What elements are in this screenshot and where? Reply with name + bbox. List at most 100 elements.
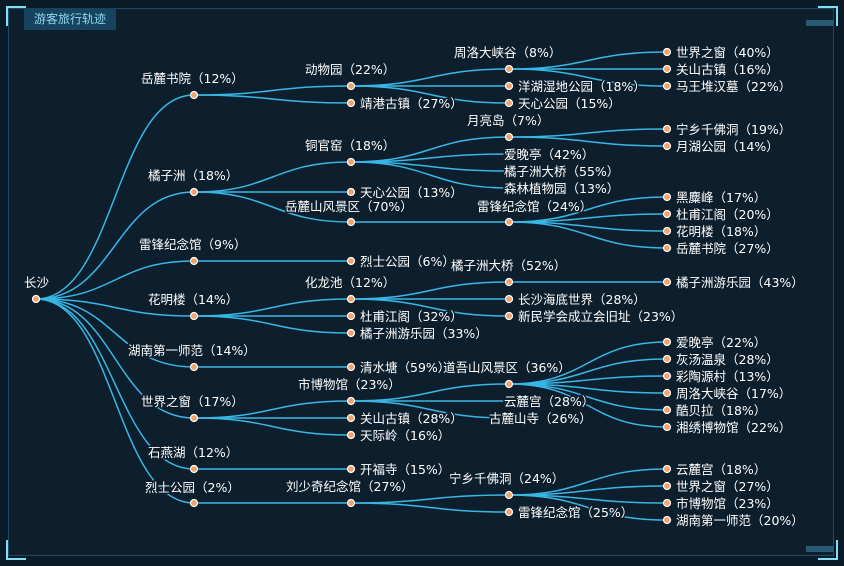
tree-nodes xyxy=(31,47,672,525)
tree-node[interactable] xyxy=(504,413,514,423)
tree-node[interactable] xyxy=(662,277,672,287)
tree-node[interactable] xyxy=(189,90,199,100)
tree-node[interactable] xyxy=(662,371,672,381)
node-label: 市博物馆（23%） xyxy=(676,496,779,511)
node-label: 月亮岛（7%） xyxy=(467,113,549,128)
node-label: 长沙海底世界（28%） xyxy=(518,292,646,307)
tree-node[interactable] xyxy=(346,157,356,167)
tree-node[interactable] xyxy=(346,98,356,108)
node-label: 化龙池（12%） xyxy=(305,275,395,290)
node-label: 开福寺（15%） xyxy=(360,462,450,477)
node-label: 橘子洲大桥（55%） xyxy=(504,164,619,179)
tree-node[interactable] xyxy=(504,149,514,159)
node-label: 关山古镇（16%） xyxy=(676,62,779,77)
node-label: 新民学会成立会旧址（23%） xyxy=(518,309,683,324)
tree-node[interactable] xyxy=(346,81,356,91)
tree-node[interactable] xyxy=(189,256,199,266)
tree-link xyxy=(508,68,668,87)
tree-node[interactable] xyxy=(346,294,356,304)
tree-link xyxy=(193,417,352,436)
tree-link xyxy=(193,161,352,193)
node-label: 森林植物园（13%） xyxy=(504,181,619,196)
corner-decoration-top-right xyxy=(818,6,838,26)
tree-node[interactable] xyxy=(662,337,672,347)
tree-node[interactable] xyxy=(346,311,356,321)
tree-node[interactable] xyxy=(504,277,514,287)
tree-link xyxy=(35,94,195,300)
node-label: 爱晚亭（22%） xyxy=(676,335,766,350)
tree-node[interactable] xyxy=(504,311,514,321)
tree-node[interactable] xyxy=(189,413,199,423)
tree-node[interactable] xyxy=(346,217,356,227)
node-label: 橘子洲游乐园（33%） xyxy=(360,326,488,341)
tree-node[interactable] xyxy=(662,515,672,525)
tree-node[interactable] xyxy=(662,243,672,253)
tree-node[interactable] xyxy=(662,226,672,236)
node-label: 云麓宫（18%） xyxy=(676,462,766,477)
tree-node[interactable] xyxy=(662,481,672,491)
node-label: 天际岭（16%） xyxy=(360,428,450,443)
tree-node[interactable] xyxy=(504,294,514,304)
tree-node[interactable] xyxy=(504,64,514,74)
tree-node[interactable] xyxy=(189,362,199,372)
tree-node[interactable] xyxy=(31,294,41,304)
tree-node[interactable] xyxy=(504,98,514,108)
node-label: 橘子洲游乐园（43%） xyxy=(676,275,804,290)
tree-node[interactable] xyxy=(346,396,356,406)
node-label: 市博物馆（23%） xyxy=(298,377,401,392)
tree-node[interactable] xyxy=(662,354,672,364)
tree-node[interactable] xyxy=(189,187,199,197)
tree-node[interactable] xyxy=(346,430,356,440)
node-label: 岳麓书院（12%） xyxy=(141,71,244,86)
tree-node[interactable] xyxy=(662,141,672,151)
node-label: 杜甫江阁（32%） xyxy=(360,309,463,324)
tree-node[interactable] xyxy=(346,187,356,197)
tree-node[interactable] xyxy=(662,192,672,202)
tree-node[interactable] xyxy=(504,183,514,193)
node-label: 黑麋峰（17%） xyxy=(676,190,766,205)
tree-node[interactable] xyxy=(346,464,356,474)
tree-node[interactable] xyxy=(504,490,514,500)
tree-node[interactable] xyxy=(346,256,356,266)
tree-node[interactable] xyxy=(189,311,199,321)
tree-node[interactable] xyxy=(504,132,514,142)
node-label: 长沙 xyxy=(24,275,50,290)
tree-node[interactable] xyxy=(662,209,672,219)
node-label: 烈士公园（6%） xyxy=(360,254,455,269)
node-label: 宁乡千佛洞（19%） xyxy=(676,122,791,137)
tree-node[interactable] xyxy=(662,422,672,432)
tree-node[interactable] xyxy=(346,328,356,338)
tree-node[interactable] xyxy=(504,81,514,91)
tree-node[interactable] xyxy=(662,464,672,474)
tree-node[interactable] xyxy=(662,124,672,134)
tree-link xyxy=(350,85,510,104)
node-label: 关山古镇（28%） xyxy=(360,411,463,426)
tree-links xyxy=(35,51,668,521)
corner-decoration-bottom-left xyxy=(6,540,26,560)
node-label: 烈士公园（2%） xyxy=(145,480,240,495)
tree-link xyxy=(35,298,195,317)
tree-node[interactable] xyxy=(662,81,672,91)
tree-node[interactable] xyxy=(504,379,514,389)
tree-node[interactable] xyxy=(504,507,514,517)
node-label: 周洛大峡谷（17%） xyxy=(676,386,791,401)
tree-node[interactable] xyxy=(189,498,199,508)
tree-link xyxy=(508,494,668,521)
tree-node[interactable] xyxy=(662,64,672,74)
tree-node[interactable] xyxy=(504,396,514,406)
tree-node[interactable] xyxy=(346,413,356,423)
tree-node[interactable] xyxy=(662,47,672,57)
tree-node[interactable] xyxy=(662,498,672,508)
tree-node[interactable] xyxy=(504,217,514,227)
tree-node[interactable] xyxy=(662,405,672,415)
tree-node[interactable] xyxy=(504,166,514,176)
tree-link xyxy=(508,221,668,249)
tree-node[interactable] xyxy=(346,362,356,372)
node-label: 彩陶源村（13%） xyxy=(676,369,779,384)
tree-node[interactable] xyxy=(346,498,356,508)
node-label: 雷锋纪念馆（24%） xyxy=(477,199,592,214)
tree-node[interactable] xyxy=(189,464,199,474)
tree-node[interactable] xyxy=(662,388,672,398)
tree-link xyxy=(35,298,195,470)
node-label: 靖港古镇（27%） xyxy=(360,96,463,111)
